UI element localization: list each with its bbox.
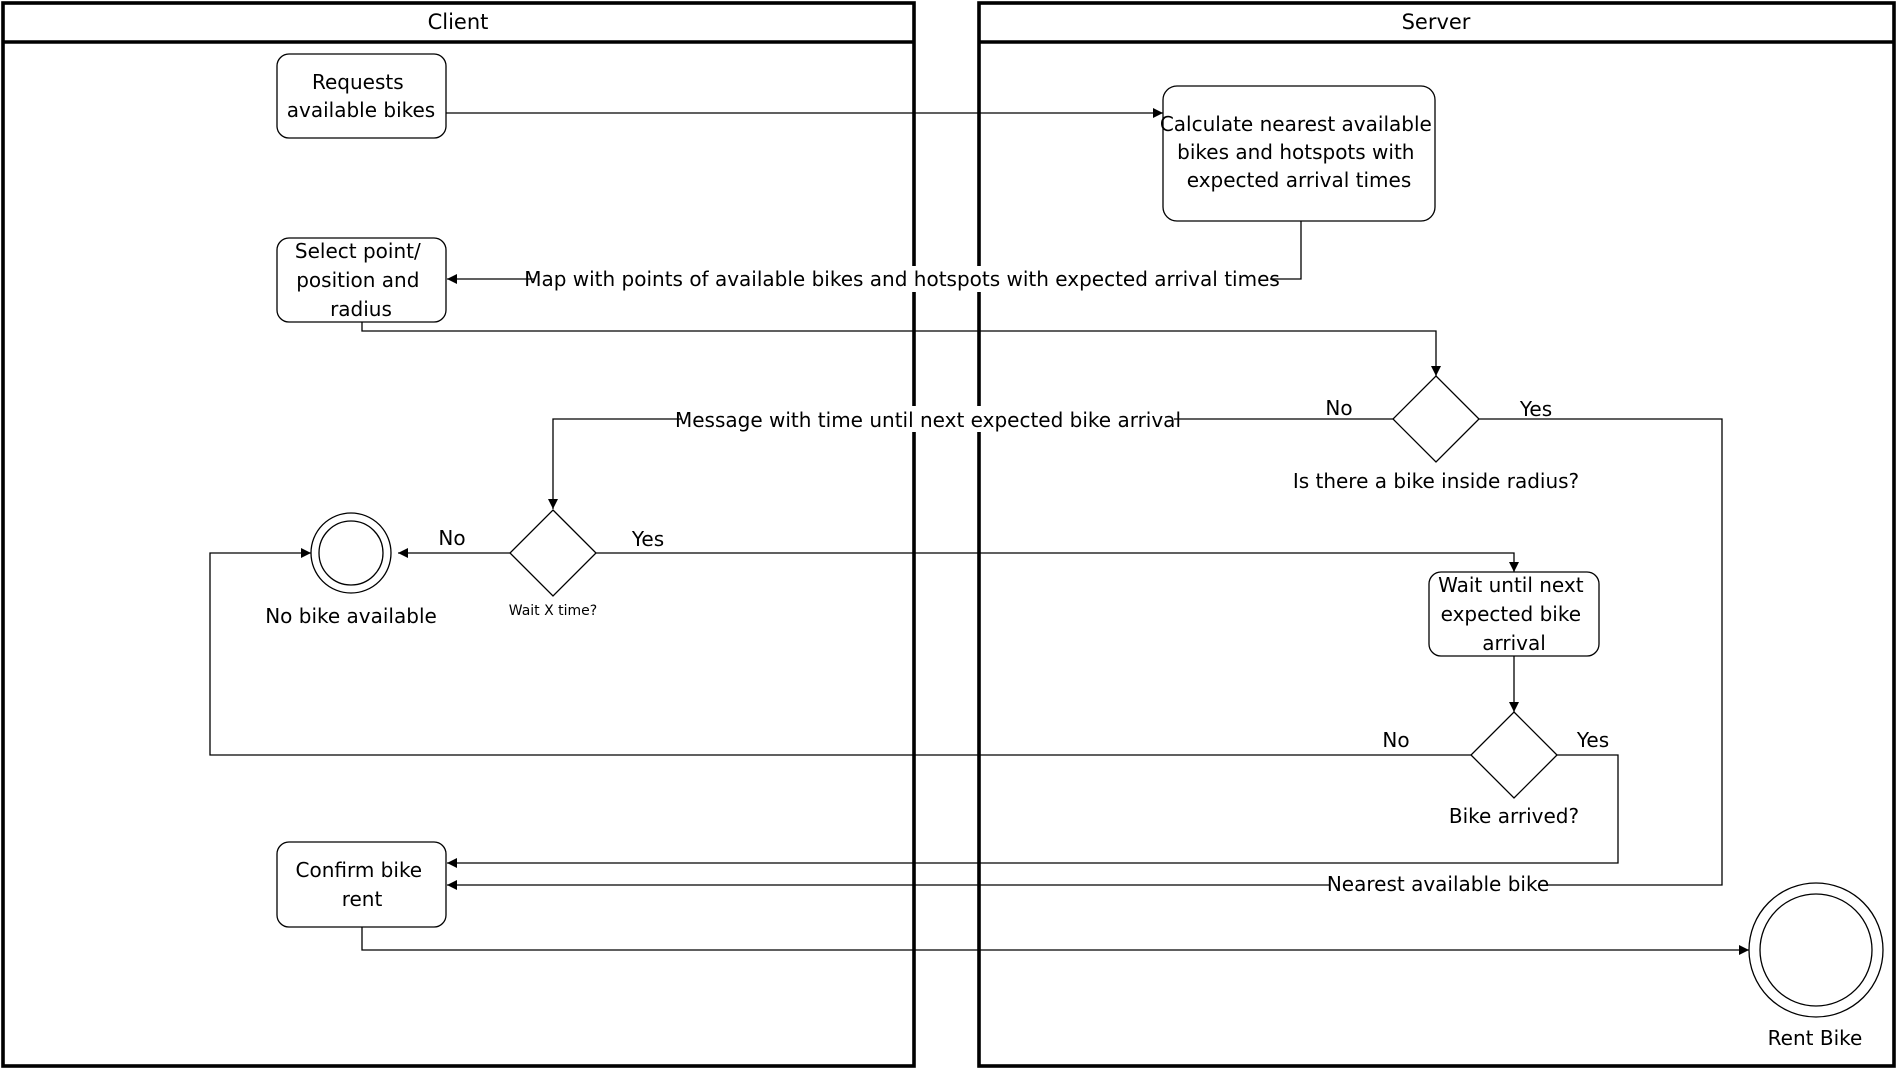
flow-radius-no-to-wait-decision <box>548 418 1393 509</box>
end-rent-bike: Rent Bike <box>1748 882 1884 1050</box>
request-bikes-line-1: Requests <box>312 70 404 94</box>
flow-confirm-to-rent <box>361 927 1749 955</box>
wait-until-line-2: expected bike <box>1441 602 1581 626</box>
arrived-yes-label: Yes <box>1576 728 1609 752</box>
node-calculate: Calculate nearest available bikes and ho… <box>1160 85 1438 222</box>
svg-text:Select point/ position a: Select point/ position and radius <box>295 239 427 321</box>
inside-radius-label: Is there a bike inside radius? <box>1293 469 1579 493</box>
request-bikes-line-2: available bikes <box>287 98 435 122</box>
client-lane-title: Client <box>428 10 489 34</box>
flow-radius-yes-to-confirm <box>447 418 1723 890</box>
nearest-bike-label: Nearest available bike <box>1327 872 1549 896</box>
map-points-label: Map with points of available bikes and h… <box>524 267 1280 291</box>
radius-no-label: No <box>1325 396 1352 420</box>
flow-arrived-no-to-end <box>209 548 1471 756</box>
svg-text:Confirm bike rent: Confirm bike rent <box>296 858 429 911</box>
connectors <box>209 108 1749 955</box>
calculate-line-2: bikes and hotspots with <box>1177 140 1414 164</box>
svg-text:Wait until next expected: Wait until next expected bike arrival <box>1438 573 1590 655</box>
svg-text:Requests available bikes: Requests available bikes <box>287 70 435 122</box>
flow-select-to-radius-decision <box>361 322 1441 376</box>
wait-x-label: Wait X time? <box>509 603 597 619</box>
wait-until-line-3: arrival <box>1482 631 1546 655</box>
radius-yes-label: Yes <box>1519 397 1552 421</box>
select-point-line-1: Select point/ <box>295 239 421 263</box>
confirm-rent-line-1: Confirm bike <box>296 858 423 882</box>
bike-arrived-label: Bike arrived? <box>1449 804 1579 828</box>
arrived-no-label: No <box>1382 728 1409 752</box>
client-lane: Client <box>1 1 916 1068</box>
message-time-label: Message with time until next expected bi… <box>675 408 1181 432</box>
wait-yes-label: Yes <box>631 527 664 551</box>
flow-labels: Map with points of available bikes and h… <box>438 266 1609 898</box>
decision-wait-x: Wait X time? <box>509 509 597 619</box>
wait-until-line-1: Wait until next <box>1438 573 1584 597</box>
decision-inside-radius: Is there a bike inside radius? <box>1293 375 1579 493</box>
confirm-rent-line-2: rent <box>342 887 383 911</box>
calculate-line-1: Calculate nearest available <box>1160 112 1432 136</box>
svg-text:Calculate nearest available: Calculate nearest available bikes and ho… <box>1160 112 1438 192</box>
no-bike-label: No bike available <box>265 604 437 628</box>
calculate-line-3: expected arrival times <box>1187 168 1412 192</box>
node-wait-until: Wait until next expected bike arrival <box>1428 571 1600 657</box>
decision-bike-arrived: Bike arrived? <box>1449 711 1579 828</box>
flow-wait-yes-to-wait-until <box>596 552 1519 572</box>
node-confirm-rent: Confirm bike rent <box>276 841 447 928</box>
node-request-bikes: Requests available bikes <box>276 53 447 139</box>
server-lane-title: Server <box>1402 10 1471 34</box>
select-point-line-3: radius <box>330 297 392 321</box>
rent-bike-label: Rent Bike <box>1768 1026 1863 1050</box>
server-lane: Server <box>977 1 1896 1068</box>
wait-no-label: No <box>438 526 465 550</box>
end-no-bike: No bike available <box>265 512 437 628</box>
select-point-line-2: position and <box>296 268 419 292</box>
flow-arrived-yes-to-confirm <box>447 754 1619 868</box>
node-select-point: Select point/ position and radius <box>276 237 447 323</box>
